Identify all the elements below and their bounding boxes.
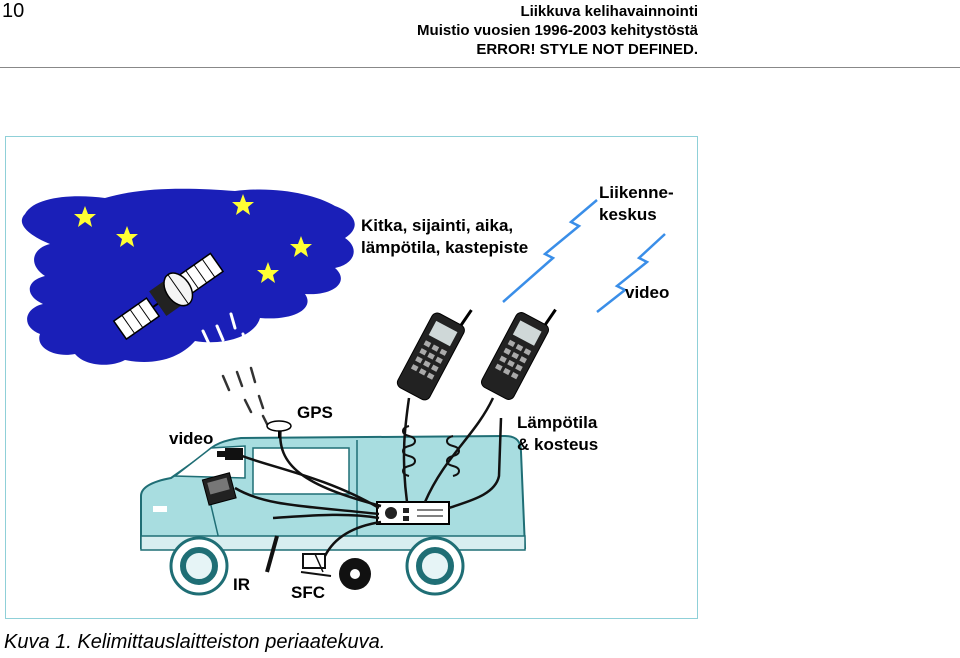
ir-sensor-icon [265,535,279,573]
ir-label: IR [233,575,250,594]
star-icon [116,226,138,247]
radio-lightning [502,199,666,313]
figure-caption: Kuva 1. Kelimittauslaitteiston periaatek… [4,631,386,653]
data-logger-box [376,501,450,525]
cabling [234,397,503,557]
header-style-error: ERROR! STYLE NOT DEFINED. [476,41,698,58]
mobile-phone-right-icon [481,308,557,400]
traffic-center-label-line2: keskus [599,205,657,224]
video-transmission-label: video [625,283,669,302]
gps-antenna-icon [266,420,292,438]
temperature-label-line2: & kosteus [517,435,598,454]
star-icon [232,194,254,215]
lightning-icon [502,199,598,303]
sfc-sensor-icon [300,553,332,577]
satellite-icon [112,252,225,341]
star-icon [74,206,96,227]
video-camera-label: video [169,429,213,448]
gps-signal-rays [201,312,249,350]
header-divider [0,67,960,68]
gps-label: GPS [297,403,333,422]
lightning-icon [596,233,666,313]
header-title: Liikkuva kelihavainnointi [520,3,698,20]
measurements-label-line2: lämpötila, kastepiste [361,238,528,257]
star-icon [257,262,279,283]
measurements-label-line1: Kitka, sijainti, aika, [361,216,513,235]
stars [74,194,312,283]
traffic-center-label-line1: Liikenne- [599,183,674,202]
onboard-computer-icon [201,472,237,506]
mobile-phone-left-icon [396,309,473,401]
measurement-system-figure: Kitka, sijainti, aika, lämpötila, kastep… [5,136,698,619]
header-subtitle: Muistio vuosien 1996-2003 kehitystöstä [417,22,698,39]
video-camera-icon [217,448,243,460]
coiled-cords [402,425,460,477]
sfc-label: SFC [291,583,325,602]
star-icon [290,236,312,257]
temperature-label-line1: Lämpötila [517,413,598,432]
page-header: Liikkuva kelihavainnointi Muistio vuosie… [417,2,698,59]
page-number: 10 [2,0,25,22]
